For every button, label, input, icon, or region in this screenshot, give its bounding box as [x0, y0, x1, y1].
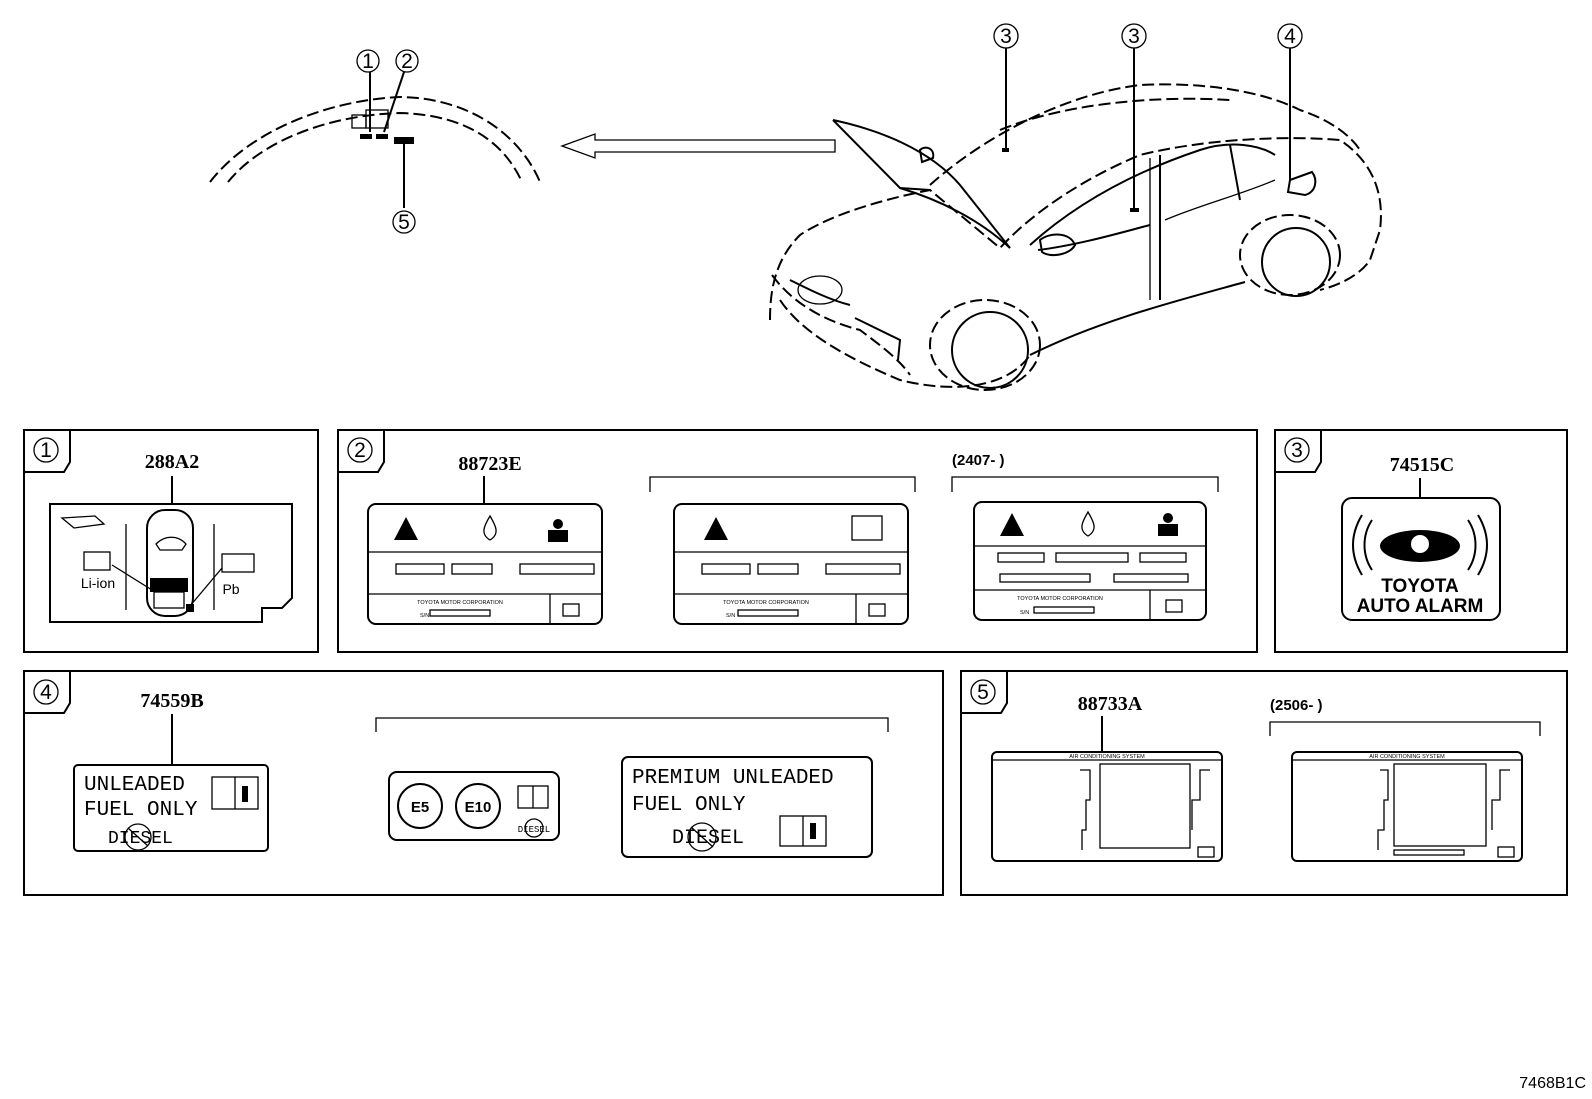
- part-number-74515C: 74515C: [1390, 454, 1454, 476]
- date-range-2407: (2407- ): [952, 452, 1005, 469]
- hatched-battery-area: [150, 578, 188, 592]
- warning-label-c: TOYOTA MOTOR CORPORATION S/N: [973, 501, 1207, 621]
- warning-label-b: TOYOTA MOTOR CORPORATION S/N: [673, 503, 909, 625]
- part-number-288A2: 288A2: [145, 451, 199, 473]
- diagram-code: 7468B1C: [1519, 1075, 1586, 1092]
- svg-text:1: 1: [40, 439, 52, 462]
- svg-text:S/N: S/N: [726, 613, 735, 619]
- alarm-text-auto-alarm: AUTO ALARM: [1357, 596, 1484, 617]
- fuel-label-c: PREMIUM UNLEADED FUEL ONLY DIESEL: [621, 756, 873, 858]
- svg-text:TOYOTA MOTOR CORPORATION: TOYOTA MOTOR CORPORATION: [417, 600, 503, 606]
- svg-text:3: 3: [1128, 25, 1140, 48]
- ac-label-a: AIR CONDITIONING SYSTEM: [991, 751, 1223, 862]
- svg-text:S/N: S/N: [420, 613, 429, 619]
- svg-text:2: 2: [401, 50, 413, 73]
- svg-text:TOYOTA MOTOR CORPORATION: TOYOTA MOTOR CORPORATION: [1017, 596, 1103, 602]
- ac-label-b: AIR CONDITIONING SYSTEM: [1291, 751, 1523, 862]
- fuel-label-b: E5 E10 DIESEL: [388, 771, 560, 841]
- svg-text:UNLEADED: UNLEADED: [84, 774, 185, 797]
- svg-text:AIR CONDITIONING SYSTEM: AIR CONDITIONING SYSTEM: [1369, 754, 1445, 760]
- svg-text:4: 4: [1284, 25, 1296, 48]
- svg-text:FUEL ONLY: FUEL ONLY: [84, 799, 198, 822]
- li-ion-battery-icon: [83, 551, 111, 571]
- hood-detail-view: [209, 71, 541, 208]
- alarm-text-toyota: TOYOTA: [1381, 576, 1459, 597]
- svg-text:2: 2: [354, 439, 366, 462]
- fuel-label-a: UNLEADED FUEL ONLY DIESEL: [73, 764, 269, 852]
- svg-text:TOYOTA MOTOR CORPORATION: TOYOTA MOTOR CORPORATION: [723, 600, 809, 606]
- e10-icon: E10: [465, 799, 492, 816]
- svg-text:1: 1: [362, 50, 374, 73]
- label-li-ion: Li-ion: [81, 575, 115, 591]
- panel-4: 4 74559B UNLEADED FUEL ONLY DIESEL E5 E1…: [23, 670, 944, 896]
- callout-5-top: 5: [392, 210, 416, 234]
- svg-text:PREMIUM UNLEADED: PREMIUM UNLEADED: [632, 767, 834, 790]
- svg-text:5: 5: [977, 681, 989, 704]
- svg-text:3: 3: [1000, 25, 1012, 48]
- callout-4-car: 4: [1277, 23, 1303, 49]
- svg-text:DIESEL: DIESEL: [518, 825, 550, 835]
- part-number-74559B: 74559B: [140, 690, 203, 712]
- svg-text:DIESEL: DIESEL: [672, 827, 744, 850]
- alarm-label: [1341, 497, 1501, 621]
- panel-1: 1 288A2 Li-ion Pb: [23, 429, 319, 653]
- svg-text:S/N: S/N: [1020, 610, 1029, 616]
- svg-text:4: 4: [40, 681, 52, 704]
- panel-3: 3 74515C TOYOTA AUTO ALARM: [1274, 429, 1568, 653]
- e5-icon: E5: [411, 799, 429, 816]
- svg-text:5: 5: [398, 211, 410, 234]
- lead-acid-battery-icon: [221, 553, 255, 573]
- panel-2: 2 88723E (2407- ) TOYOTA MOTOR CORPORATI…: [337, 429, 1258, 653]
- callout-2-top: 2: [395, 49, 419, 73]
- callout-3-car-a: 3: [993, 23, 1019, 49]
- svg-text:3: 3: [1291, 439, 1303, 462]
- svg-text:FUEL ONLY: FUEL ONLY: [632, 794, 746, 817]
- car-top-icon: [146, 509, 194, 617]
- callout-3-car-b: 3: [1121, 23, 1147, 49]
- view-arrow: [560, 133, 836, 159]
- car-illustration: [769, 48, 1382, 391]
- part-number-88733A: 88733A: [1078, 693, 1143, 715]
- battery-label: [49, 503, 293, 623]
- date-range-2506: (2506- ): [1270, 697, 1323, 714]
- warning-label-a: TOYOTA MOTOR CORPORATION S/N: [367, 503, 603, 625]
- part-number-88723E: 88723E: [458, 453, 521, 475]
- label-pb: Pb: [222, 581, 239, 597]
- panel-5: 5 88733A (2506- ) AIR CONDITIONING SYSTE…: [960, 670, 1568, 896]
- callout-1-top: 1: [356, 49, 380, 73]
- svg-text:AIR CONDITIONING SYSTEM: AIR CONDITIONING SYSTEM: [1069, 754, 1145, 760]
